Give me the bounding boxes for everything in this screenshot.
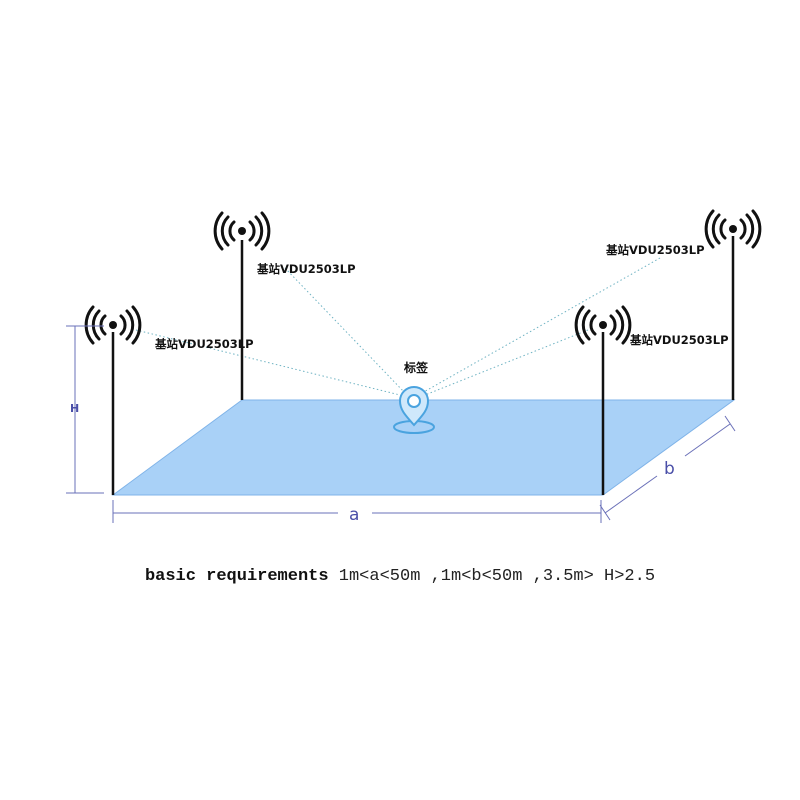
station-label-front-right: 基站VDU2503LP	[629, 333, 729, 347]
requirements-label: basic requirements	[144, 567, 329, 586]
requirements-caption: basic requirements 1m<a<50m ,1m<b<50m ,3…	[0, 567, 800, 586]
station-label-back-right: 基站VDU2503LP	[605, 243, 705, 257]
height-label: H	[70, 402, 79, 415]
signal-paths	[135, 257, 661, 396]
width-dimension	[599, 415, 736, 521]
tag-label: 标签	[403, 360, 429, 375]
requirements-text: 1m<a<50m ,1m<b<50m ,3.5m> H>2.5	[338, 567, 656, 586]
length-dimension	[112, 500, 602, 523]
signal-path-back-left	[284, 267, 406, 394]
width-label: b	[664, 459, 675, 479]
station-label-back-left: 基站VDU2503LP	[256, 262, 356, 276]
height-dimension	[66, 325, 104, 494]
location-pin-icon	[393, 386, 435, 434]
length-label: a	[349, 505, 359, 525]
signal-path-front-right	[424, 329, 589, 396]
signal-path-back-right	[421, 257, 661, 394]
station-label-front-left: 基站VDU2503LP	[154, 337, 254, 351]
signal-path-front-left	[135, 329, 401, 396]
poles	[111, 236, 735, 495]
